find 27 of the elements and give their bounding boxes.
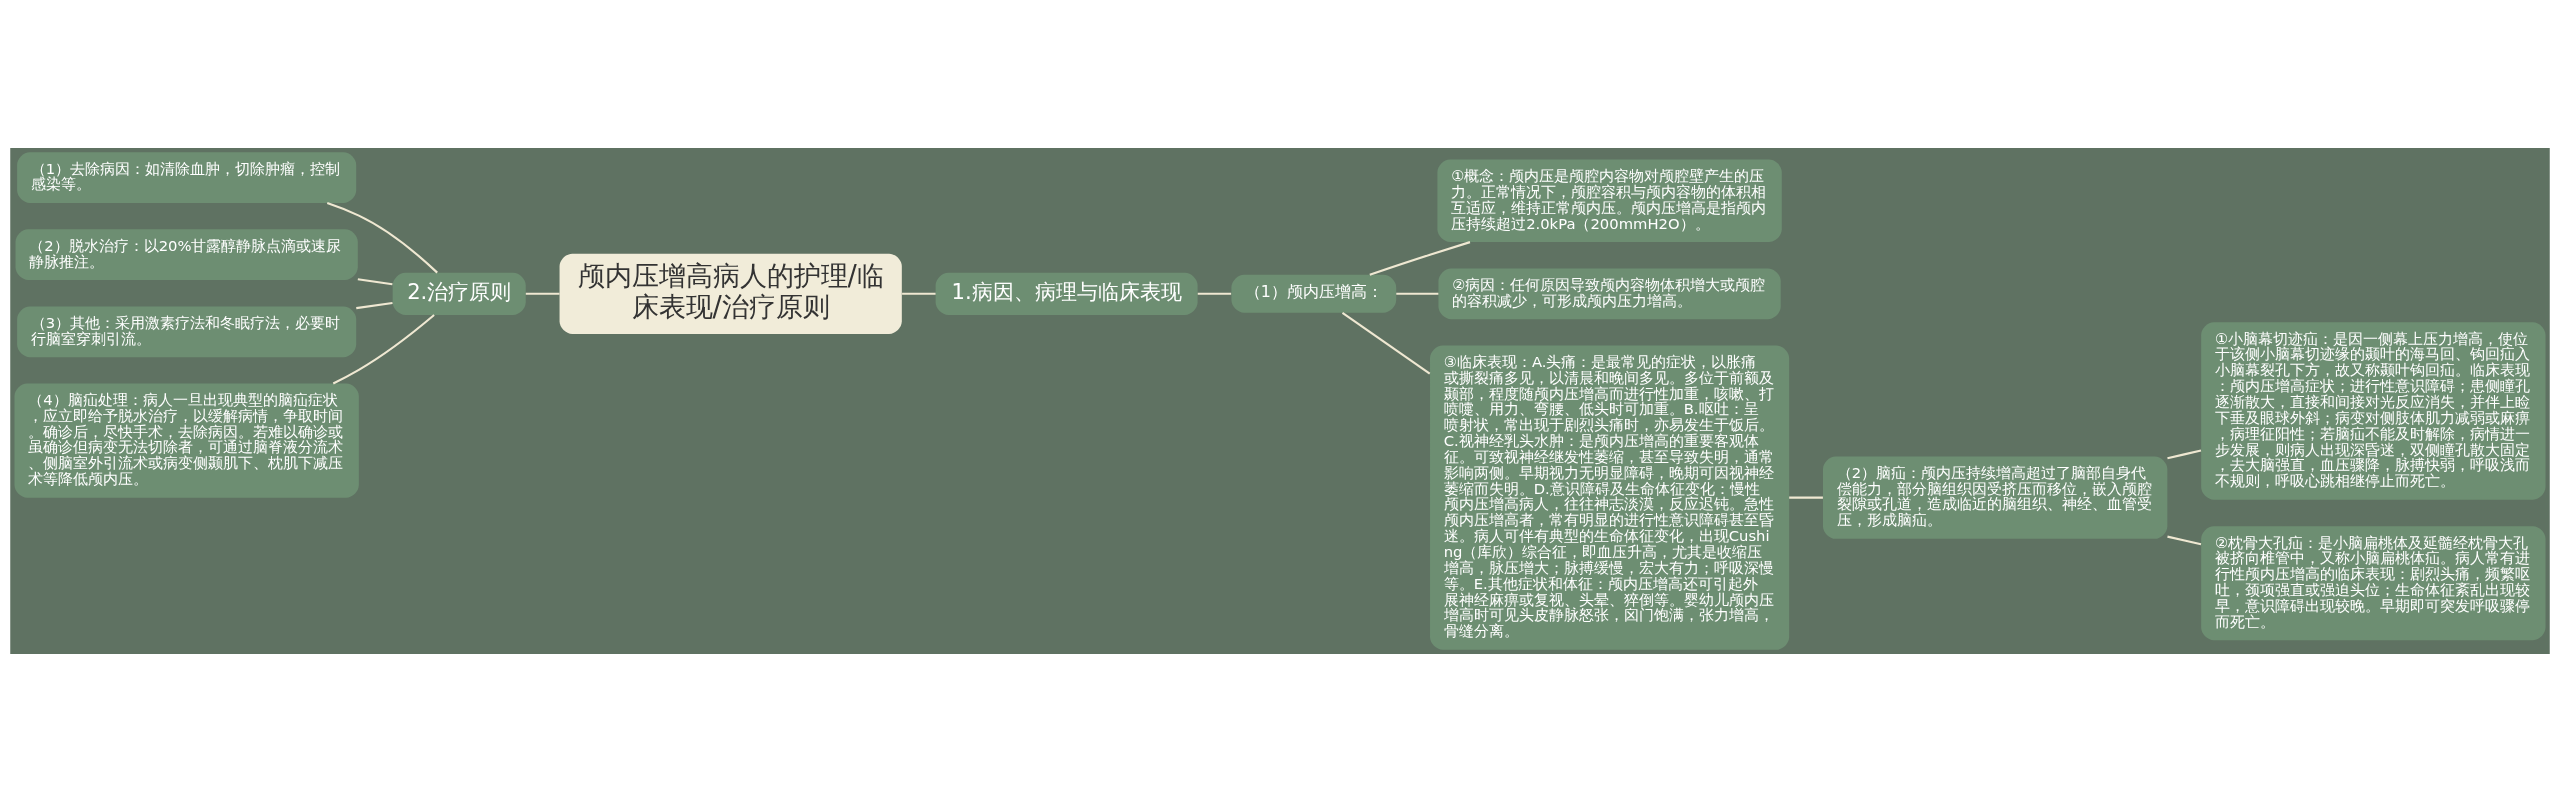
node-box: ①小脑幕切迹疝：是因一侧幕上压力增高，使位于该侧小脑幕切迹缘的颞叶的海马回、钩回疝入小脑幕裂孔下方，故又称颞叶钩回疝。临床表现：颅内压增高症状；进行性意识障碍；患侧瞳孔逐渐散大，直接和间接对光反应消失，并伴上睑下垂及眼球外斜；病变对侧肢体肌力减弱或麻痹，病理征阳性；若脑疝不能及时解除，病情进一步发展，则病人出现深昏迷，双侧瞳孔散大固定，去大脑强直，血压骤降，脉搏快弱，呼吸浅而不规则，呼吸心跳相继停止而死亡。 <box>2201 321 2546 500</box>
connector <box>2167 535 2202 545</box>
connector <box>326 201 438 273</box>
connector <box>332 313 435 384</box>
node-box: 1.病因、病理与临床表现 <box>935 272 1198 315</box>
connector <box>1789 496 1823 499</box>
connector <box>356 301 393 309</box>
node-box: 颅内压增高病人的护理/临床表现/治疗原则 <box>559 253 902 334</box>
connector <box>2167 448 2202 459</box>
connector <box>1396 292 1439 295</box>
node-box: （1）颅内压增高： <box>1231 274 1397 313</box>
node-box: ②病因：任何原因导致颅内容物体积增大或颅腔的容积减少，可形成颅内压力增高。 <box>1438 267 1781 319</box>
node-box: 2.治疗原则 <box>392 272 526 315</box>
connector <box>1369 240 1471 276</box>
connector <box>525 292 560 295</box>
node-box: ③临床表现：A.头痛：是最常见的症状，以胀痛或撕裂痛多见，以清晨和晚间多见。多位于前额及颞部，程度随颅内压增高而进行性加重，咳嗽、打喷嚏、用力、弯腰、低头时可加重。B.呕吐：呈喷射状，常出现于剧烈头痛时，亦易发生于饭后。C.视神经乳头水肿：是颅内压增高的重要客观体征。可致视神经继发性萎缩，甚至导致失明，通常影响两侧。早期视力无明显障碍，晚期可因视神经萎缩而失明。D.意识障碍及生命体征变化：慢性颅内压增高病人，往往神志淡漠，反应迟钝。急性颅内压增高者，常有明显的进行性意识障碍甚至昏迷。病人可伴有典型的生命体征变化，出现Cushing（库欣）综合征，即血压升高，尤其是收缩压增高，脉压增大；脉搏缓慢，宏大有力；呼吸深慢等。E.其他症状和体征：颅内压增高还可引起外展神经麻痹或复视、头晕、猝倒等。婴幼儿颅内压增高时可见头皮静脉怒张，囟门饱满，张力增高，骨缝分离。 <box>1430 345 1790 650</box>
node-box: （1）去除病因：如清除血肿，切除肿瘤，控制感染等。 <box>17 151 357 203</box>
node-box: （3）其他：采用激素疗法和冬眠疗法，必要时行脑室穿刺引流。 <box>17 305 357 357</box>
connector <box>357 277 393 285</box>
connector <box>902 292 936 295</box>
connector <box>1197 292 1232 295</box>
node-box: ②枕骨大孔疝：是小脑扁桃体及延髓经枕骨大孔被挤向椎管中，又称小脑扁桃体疝。病人常有进行性颅内压增高的临床表现：剧烈头痛，频繁呕吐，颈项强直或强迫头位；生命体征紊乱出现较早，意识障碍出现较晚。早期即可突发呼吸骤停而死亡。 <box>2201 525 2546 640</box>
connector <box>1341 311 1431 374</box>
node-box: （2）脱水治疗：以20%甘露醇静脉点滴或速尿静脉推注。 <box>15 228 358 280</box>
node-box: （2）脑疝：颅内压持续增高超过了脑部自身代偿能力，部分脑组织因受挤压而移位，嵌入颅腔裂隙或孔道，造成临近的脑组织、神经、血管受压，形成脑疝。 <box>1822 455 2168 539</box>
node-box: （4）脑疝处理：病人一旦出现典型的脑疝症状，应立即给予脱水治疗，以缓解病情，争取时间。确诊后，尽快手术，去除病因。若难以确诊或虽确诊但病变无法切除者，可通过脑脊液分流术、侧脑室外引流术或病变侧颞肌下、枕肌下减压术等降低颅内压。 <box>14 383 359 498</box>
node-box: ①概念：颅内压是颅腔内容物对颅腔壁产生的压力。正常情况下，颅腔容积与颅内容物的体积相互适应，维持正常颅内压。颅内压增高是指颅内压持续超过2.0kPa（200mmH2O）。 <box>1437 159 1782 242</box>
